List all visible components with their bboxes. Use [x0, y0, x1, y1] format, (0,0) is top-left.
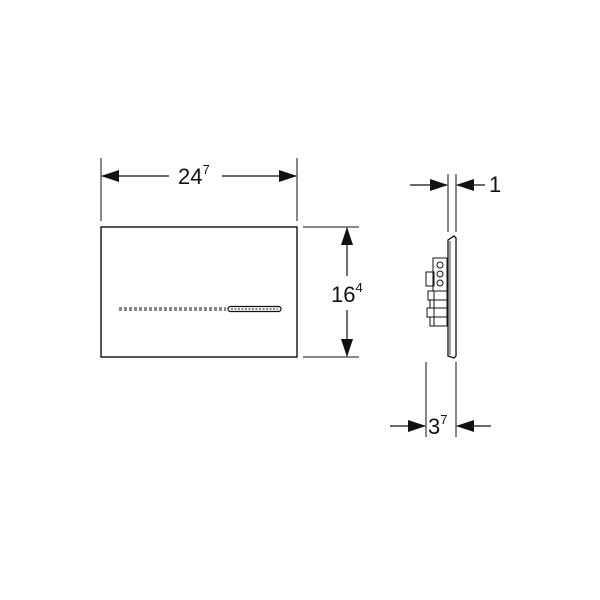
side-mechanism — [425, 257, 448, 327]
sensor-strip — [119, 305, 282, 313]
width-dimension: 247 — [100, 158, 298, 221]
height-dimension: 164 — [303, 226, 363, 358]
side-plate — [447, 235, 457, 359]
height-label: 164 — [331, 280, 363, 307]
depth-dimension: 37 — [390, 362, 491, 439]
flush-plate-outline — [100, 226, 298, 358]
front-view: 247 164 — [100, 158, 363, 358]
width-label: 247 — [178, 162, 210, 189]
depth-label: 37 — [428, 412, 447, 439]
thickness-dimension: 1 — [410, 172, 501, 232]
thickness-label: 1 — [489, 172, 501, 197]
side-view: 1 37 — [390, 172, 501, 439]
